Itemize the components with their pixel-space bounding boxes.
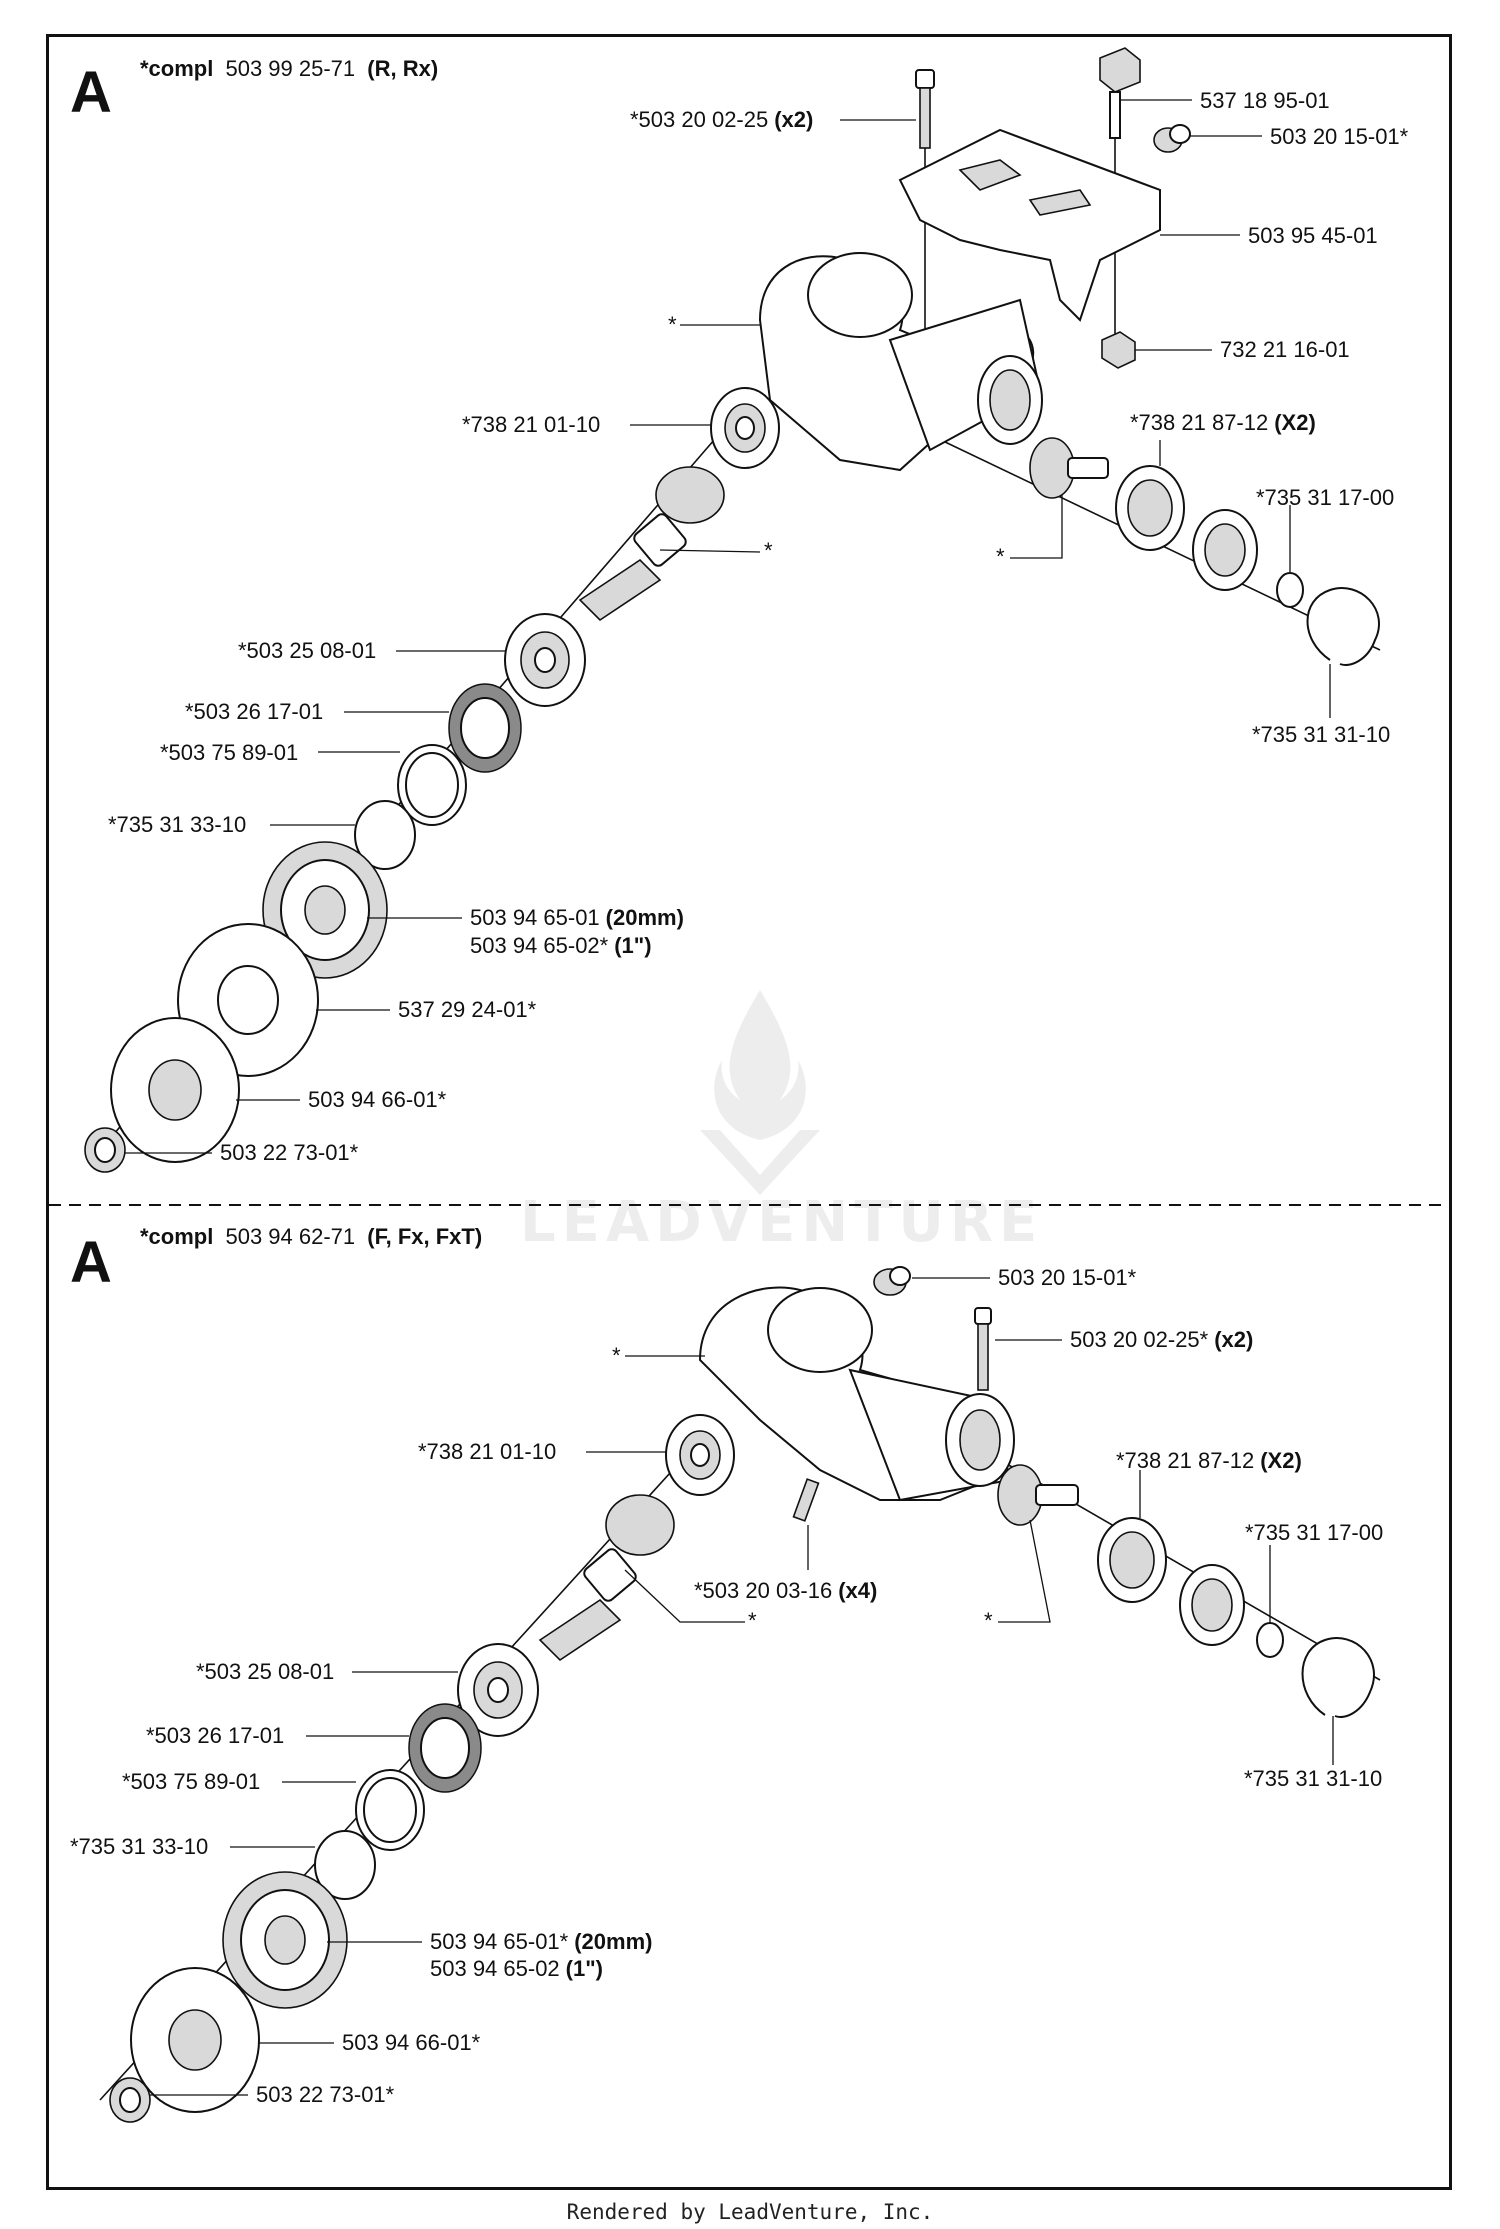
bearing-icon [710,387,780,469]
retaining-ring-icon [314,1830,376,1900]
retaining-ring-icon [1256,1622,1284,1658]
part-label: * [748,1608,757,1633]
seal-ring-icon [448,683,522,773]
plug-icon [1153,124,1191,153]
part-label: *738 21 01-10 [462,412,600,437]
nut-icon [84,1127,126,1173]
part-label: 503 94 65-02(1") [430,1956,603,1981]
part-label: *503 75 89-01 [160,740,298,765]
bolt-icon [915,69,935,149]
part-label: 503 20 02-25*(x2) [1070,1327,1253,1352]
part-label: * [984,1608,993,1633]
screw-icon [792,1478,820,1522]
part-label: 503 94 65-02*(1") [470,933,652,958]
part-label: *503 75 89-01 [122,1769,260,1794]
pinion-gear-icon [1029,437,1109,499]
circlip-icon [1306,587,1380,666]
part-label: *735 31 31-10 [1252,722,1390,747]
part-label: 503 94 66-01* [342,2030,481,2055]
nut-icon [109,2077,151,2123]
part-label: *503 26 17-01 [146,1723,284,1748]
washer-icon [355,1769,425,1851]
bearing-icon [665,1414,735,1496]
part-label: * [668,312,677,337]
section-1: A *compl 503 99 25-71 (R, Rx) [70,47,1409,1173]
flange-icon [222,1871,348,2009]
part-label: *503 25 08-01 [196,1659,334,1684]
seal-ring-icon [408,1703,482,1793]
part-label: *735 31 17-00 [1256,485,1394,510]
part-label: *738 21 87-12(X2) [1116,1448,1302,1473]
gear-housing-icon [758,252,1043,472]
bearing-icon [1097,1517,1167,1603]
part-label: * [996,544,1005,569]
part-label: *503 20 03-16(x4) [694,1578,877,1603]
part-label: 732 21 16-01 [1220,337,1350,362]
bearing-icon [1115,465,1185,551]
section-1-title: *compl 503 99 25-71 (R, Rx) [140,56,438,81]
bearing-icon [457,1643,539,1737]
bevel-gear-icon [538,1494,675,1662]
part-label: *735 31 31-10 [1244,1766,1382,1791]
shield-plate-icon [898,128,1161,322]
pinion-gear-icon [997,1464,1079,1526]
gear-housing-icon [698,1286,1015,1502]
section-2-title: *compl 503 94 62-71 (F, Fx, FxT) [140,1224,482,1249]
part-label: *738 21 01-10 [418,1439,556,1464]
part-label: * [612,1343,621,1368]
part-label: *503 20 02-25(x2) [630,107,813,132]
bolt-icon [974,1307,992,1391]
support-cup-icon [110,1017,240,1163]
washer-icon [397,744,467,826]
part-label: 503 22 73-01* [220,1140,359,1165]
part-label: 503 95 45-01 [1248,223,1378,248]
part-label: * [764,538,773,563]
bearing-icon [1192,509,1258,591]
part-label: *735 31 17-00 [1245,1520,1383,1545]
part-label: 537 18 95-01 [1200,88,1330,113]
retaining-ring-icon [354,800,416,870]
part-label: 503 94 65-01*(20mm) [430,1929,652,1954]
part-label: *738 21 87-12(X2) [1130,410,1316,435]
leadventure-logo-icon [700,990,820,1195]
part-label: *503 25 08-01 [238,638,376,663]
nut-icon [1101,331,1136,369]
clamp-knob-icon [1099,47,1141,139]
part-label: 537 29 24-01* [398,997,537,1022]
part-label: 503 22 73-01* [256,2082,395,2107]
retaining-ring-icon [1276,572,1304,608]
circlip-icon [1301,1637,1375,1718]
diagram-frame [46,34,1452,2190]
section-1-letter: A [70,60,112,125]
section-2-letter: A [70,1230,112,1295]
watermark-text: LEADVENTURE [520,1190,1044,1255]
bearing-icon [504,613,586,707]
footer-credit: Rendered by LeadVenture, Inc. [566,2200,934,2224]
part-label: *735 31 33-10 [70,1834,208,1859]
part-label: 503 20 15-01* [998,1265,1137,1290]
bearing-icon [1179,1564,1245,1646]
section-2: A *compl 503 94 62-71 (F, Fx, FxT) [70,1224,1383,2123]
part-label: 503 94 65-01(20mm) [470,905,684,930]
part-label: *503 26 17-01 [185,699,323,724]
plug-icon [873,1266,911,1296]
bevel-gear-icon [578,466,725,622]
part-label: *735 31 33-10 [108,812,246,837]
part-label: 503 94 66-01* [308,1087,447,1112]
support-cup-icon [130,1967,260,2113]
part-label: 503 20 15-01* [1270,124,1409,149]
